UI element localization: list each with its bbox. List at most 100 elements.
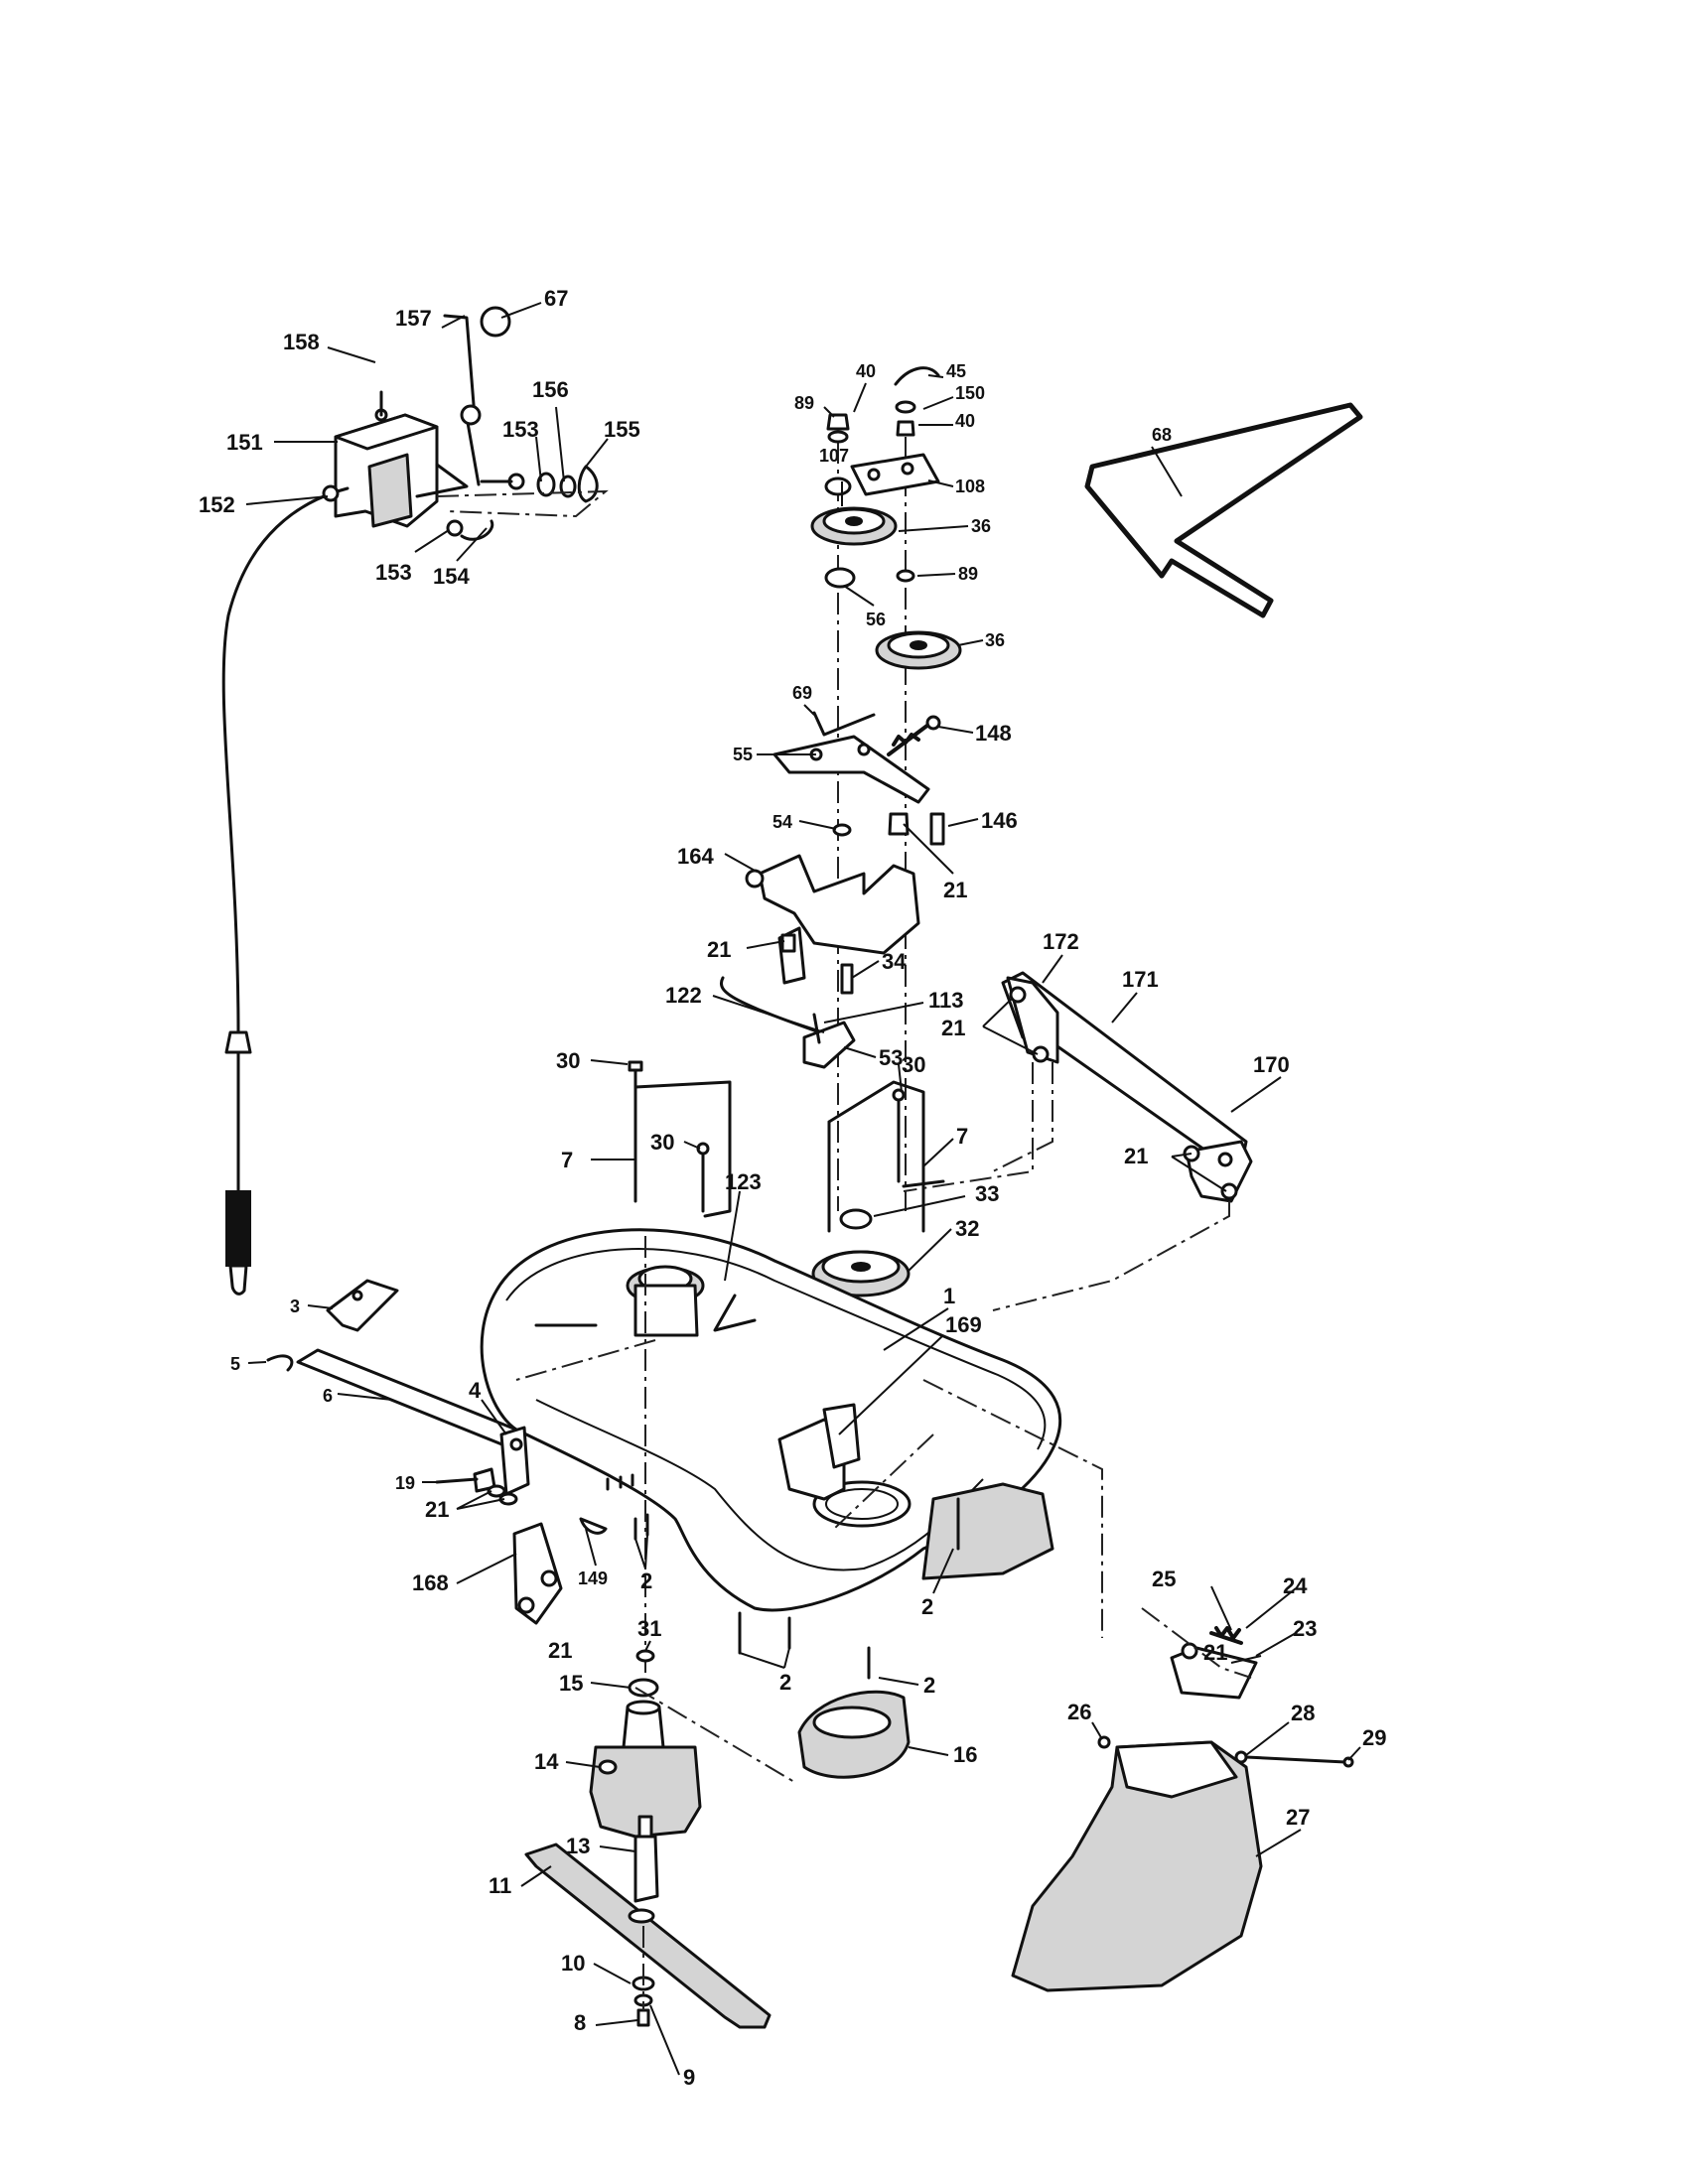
- callout-170: 170: [1253, 1052, 1290, 1077]
- mower-deck-housing: [480, 1228, 1103, 1638]
- callout-21-mid: 21: [707, 937, 731, 962]
- callout-148: 148: [975, 721, 1012, 746]
- callout-2-lower: 2: [779, 1670, 791, 1695]
- callout-7-left: 7: [561, 1148, 573, 1172]
- callout-168: 168: [412, 1570, 449, 1595]
- callout-158: 158: [283, 330, 320, 354]
- callout-154: 154: [433, 564, 470, 589]
- callout-107: 107: [819, 446, 849, 466]
- idler-arm-bracket: [745, 854, 920, 995]
- callout-108: 108: [955, 477, 985, 496]
- callout-21-rear: 21: [548, 1638, 572, 1663]
- callout-149: 149: [578, 1569, 608, 1588]
- callout-13: 13: [566, 1834, 590, 1858]
- callout-40-top: 40: [856, 361, 876, 381]
- callout-113: 113: [928, 988, 964, 1013]
- callout-122: 122: [665, 983, 702, 1008]
- deck-screws: [738, 1497, 960, 1680]
- callout-1: 1: [943, 1284, 955, 1308]
- callout-45: 45: [946, 361, 966, 381]
- callout-89-mid: 89: [958, 564, 978, 584]
- idler-pulley-stack: [810, 366, 962, 1211]
- callout-21-bracket: 21: [943, 878, 967, 902]
- callout-169: 169: [945, 1312, 982, 1337]
- callout-7-right: 7: [956, 1124, 968, 1149]
- callout-56: 56: [866, 610, 886, 629]
- callout-21-hanger: 21: [1124, 1144, 1148, 1168]
- callout-55: 55: [733, 745, 753, 764]
- callout-11: 11: [489, 1873, 511, 1898]
- callout-89-top: 89: [794, 393, 814, 413]
- callout-172: 172: [1043, 929, 1079, 954]
- callout-30-center: 30: [650, 1130, 674, 1155]
- callout-2-right: 2: [923, 1673, 935, 1698]
- callout-164: 164: [677, 844, 714, 869]
- leader-lines: [245, 302, 1361, 2076]
- control-cable: [221, 484, 350, 1296]
- callout-26: 26: [1067, 1700, 1091, 1724]
- callout-8: 8: [574, 2010, 586, 2035]
- blade-spindle-assembly: [589, 1236, 702, 1903]
- callout-155: 155: [604, 417, 640, 442]
- callout-6: 6: [323, 1386, 333, 1406]
- callout-21-lift: 21: [425, 1497, 449, 1522]
- callout-67: 67: [544, 286, 568, 311]
- callout-53: 53: [879, 1045, 903, 1070]
- callout-30-left: 30: [556, 1048, 580, 1073]
- callout-2-deck: 2: [921, 1594, 933, 1619]
- callout-40-mid: 40: [955, 411, 975, 431]
- callout-19: 19: [395, 1473, 415, 1493]
- callout-2-center: 2: [640, 1569, 652, 1593]
- callout-21-front: 21: [941, 1016, 965, 1040]
- callout-21-chute: 21: [1203, 1640, 1227, 1665]
- deck-lift-arm: [266, 1279, 530, 1506]
- rear-hanger-bracket: [512, 1473, 649, 1625]
- callout-10: 10: [561, 1951, 585, 1976]
- deck-pulley: [811, 1208, 911, 1297]
- lift-lever-assembly: [334, 306, 609, 541]
- callout-123: 123: [725, 1169, 762, 1194]
- callout-36-top: 36: [971, 516, 991, 536]
- callout-24: 24: [1283, 1573, 1308, 1598]
- callout-152: 152: [199, 492, 235, 517]
- callout-3: 3: [290, 1297, 300, 1316]
- deck-lift-link: [719, 976, 856, 1069]
- callout-150: 150: [955, 383, 985, 403]
- callout-153-top: 153: [502, 417, 539, 442]
- callout-32: 32: [955, 1216, 979, 1241]
- idler-bracket-assembly: [772, 711, 945, 846]
- callout-25: 25: [1152, 1567, 1176, 1591]
- callout-29: 29: [1362, 1725, 1386, 1750]
- callout-23: 23: [1293, 1616, 1317, 1641]
- callout-14: 14: [534, 1749, 559, 1774]
- callout-27: 27: [1286, 1805, 1310, 1830]
- callout-156: 156: [532, 377, 569, 402]
- callout-157: 157: [395, 306, 432, 331]
- mower-blade: [524, 1843, 772, 2029]
- callout-16: 16: [953, 1742, 977, 1767]
- callout-5: 5: [230, 1354, 240, 1374]
- callout-9: 9: [683, 2065, 695, 2090]
- callout-31: 31: [637, 1616, 661, 1641]
- callout-69: 69: [792, 683, 812, 703]
- callout-153-bottom: 153: [375, 560, 412, 585]
- callout-33: 33: [975, 1181, 999, 1206]
- callout-146: 146: [981, 808, 1018, 833]
- callout-36-bottom: 36: [985, 630, 1005, 650]
- drive-belt: [1084, 402, 1363, 618]
- callout-30-right: 30: [902, 1052, 925, 1077]
- callout-28: 28: [1291, 1701, 1315, 1725]
- callout-68: 68: [1152, 425, 1172, 445]
- discharge-chute-assembly: [1011, 1607, 1354, 1992]
- callout-171: 171: [1122, 967, 1159, 992]
- callout-4: 4: [469, 1378, 482, 1403]
- callout-54: 54: [772, 812, 792, 832]
- callout-labels: 67 157 158 151 156 153 155 152 153 154 4…: [199, 286, 1386, 2090]
- blade-baffle: [634, 1687, 911, 1783]
- front-hanger-bracket: [903, 971, 1253, 1311]
- callout-15: 15: [559, 1671, 583, 1696]
- callout-151: 151: [226, 430, 263, 455]
- deck-hanger-right: [827, 1080, 945, 1233]
- callout-34: 34: [882, 949, 907, 974]
